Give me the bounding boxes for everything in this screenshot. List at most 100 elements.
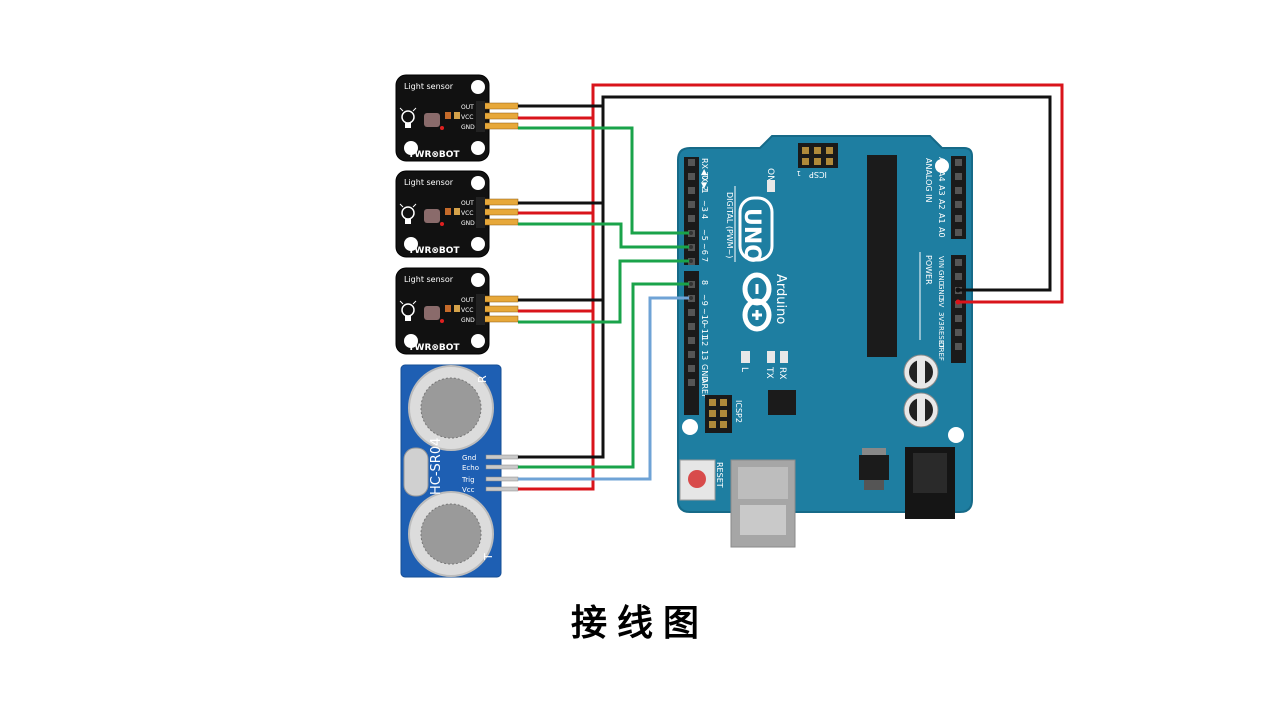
sensor-pin-label: GND [461, 317, 475, 324]
mount-hole [935, 159, 949, 173]
power-led [440, 319, 444, 323]
usb-chip [768, 390, 796, 415]
connection-dot [689, 259, 693, 263]
resistor [454, 305, 460, 312]
analog-pin-hole [955, 229, 962, 236]
hc-sr04-corner-r: R [476, 375, 489, 383]
connection-dot [955, 287, 961, 293]
power-pin-label: GND [937, 270, 945, 286]
uno-logo-frame [738, 196, 774, 262]
l-label: L [739, 367, 749, 372]
power-header [951, 255, 966, 363]
mount-hole [404, 141, 418, 155]
analog-pin-label: A2 [937, 199, 946, 210]
analog-pin-hole [955, 173, 962, 180]
digital-pin-label: ~11 [700, 322, 709, 339]
hc-sr04-header-pin [485, 454, 519, 460]
digital-pin-label: GND [700, 364, 709, 382]
resistor [454, 112, 460, 119]
power-pin-label: GND [937, 284, 945, 300]
atmega-chip [867, 155, 897, 357]
resistor [454, 208, 460, 215]
hc-sr04-header-pin [485, 476, 519, 482]
icsp-pin [826, 147, 833, 154]
power-pin-hole [955, 259, 962, 266]
diagram-caption: 接线图 [570, 603, 709, 644]
analog-header [951, 156, 966, 239]
mount-hole [471, 80, 485, 94]
digital-pin-hole [688, 201, 695, 208]
voltage-regulator [859, 455, 889, 480]
sensor-brand: YWR⊗BOT [407, 246, 460, 256]
hc-sr04-model-text: HC-SR04 [429, 438, 444, 495]
reset-button-cap[interactable] [688, 470, 706, 488]
light-bulb-icon [399, 107, 417, 128]
digital-pin-hole [688, 379, 695, 386]
wire-signal-sensor2-d6 [518, 222, 691, 249]
digital-pin-hole [688, 173, 695, 180]
connection-dot [689, 245, 693, 249]
arduino-brand-text: Arduino [773, 274, 788, 324]
photoresistor [424, 209, 440, 223]
rx-label: RX [777, 367, 787, 379]
sensor-pin-label: OUT [461, 104, 474, 111]
light-bulb-icon [399, 300, 417, 321]
icsp-pin [814, 158, 821, 165]
photoresistor [424, 306, 440, 320]
sensor-pin-label: OUT [461, 200, 474, 207]
sensor-brand: YWR⊗BOT [407, 150, 460, 160]
mount-hole [471, 273, 485, 287]
icsp2-pin [709, 399, 716, 406]
sensor-pin-label: VCC [461, 307, 473, 314]
icsp2-pin [720, 399, 727, 406]
l-led [741, 351, 750, 363]
tx-led [767, 351, 775, 363]
mount-hole [471, 141, 485, 155]
analog-pin-hole [955, 187, 962, 194]
digital-pin-hole [688, 159, 695, 166]
wire-echo-d8 [518, 282, 691, 469]
sensor-header-housing [476, 197, 485, 228]
connection-dot [689, 296, 693, 300]
power-pin-hole [955, 273, 962, 280]
analog-pin-label: A1 [937, 213, 946, 224]
analog-pin-hole [955, 159, 962, 166]
analog-pin-label: A5 [937, 157, 946, 168]
sensor-title: Light sensor [404, 82, 454, 91]
digital-pin-label: 12 [700, 336, 709, 346]
hc-sr04-header-pin [485, 486, 519, 492]
icsp-pin [814, 147, 821, 154]
on-led [767, 180, 775, 192]
digital-label: DIGITAL (PWM~) [725, 192, 734, 258]
analog-pin-label: A3 [937, 185, 946, 196]
digital-pin-label: ~6 [700, 243, 709, 255]
mount-hole [471, 334, 485, 348]
mount-hole [471, 176, 485, 190]
digital-pin-hole [688, 309, 695, 316]
resistor [445, 112, 451, 119]
digital-pin-hole [688, 187, 695, 194]
mount-hole [471, 237, 485, 251]
hc-sr04-pin-label: Vcc [462, 486, 475, 494]
sensor-pin-label: VCC [461, 114, 473, 121]
power-led [440, 222, 444, 226]
resistor [445, 305, 451, 312]
icsp2-pin [720, 421, 727, 428]
sensor-header-housing [476, 294, 485, 325]
hc-sr04-pin-label: Trig [461, 476, 475, 484]
sensor-brand: YWR⊗BOT [407, 343, 460, 353]
sensor-pin-label: GND [461, 124, 475, 131]
digital-pin-label: TX▶1 [700, 171, 709, 194]
digital-pin-label: ~5 [700, 229, 709, 241]
sensor-pin-label: OUT [461, 297, 474, 304]
photoresistor [424, 113, 440, 127]
sensor-pin-label: GND [461, 220, 475, 227]
power-pin-label: 3V3 [937, 312, 945, 326]
